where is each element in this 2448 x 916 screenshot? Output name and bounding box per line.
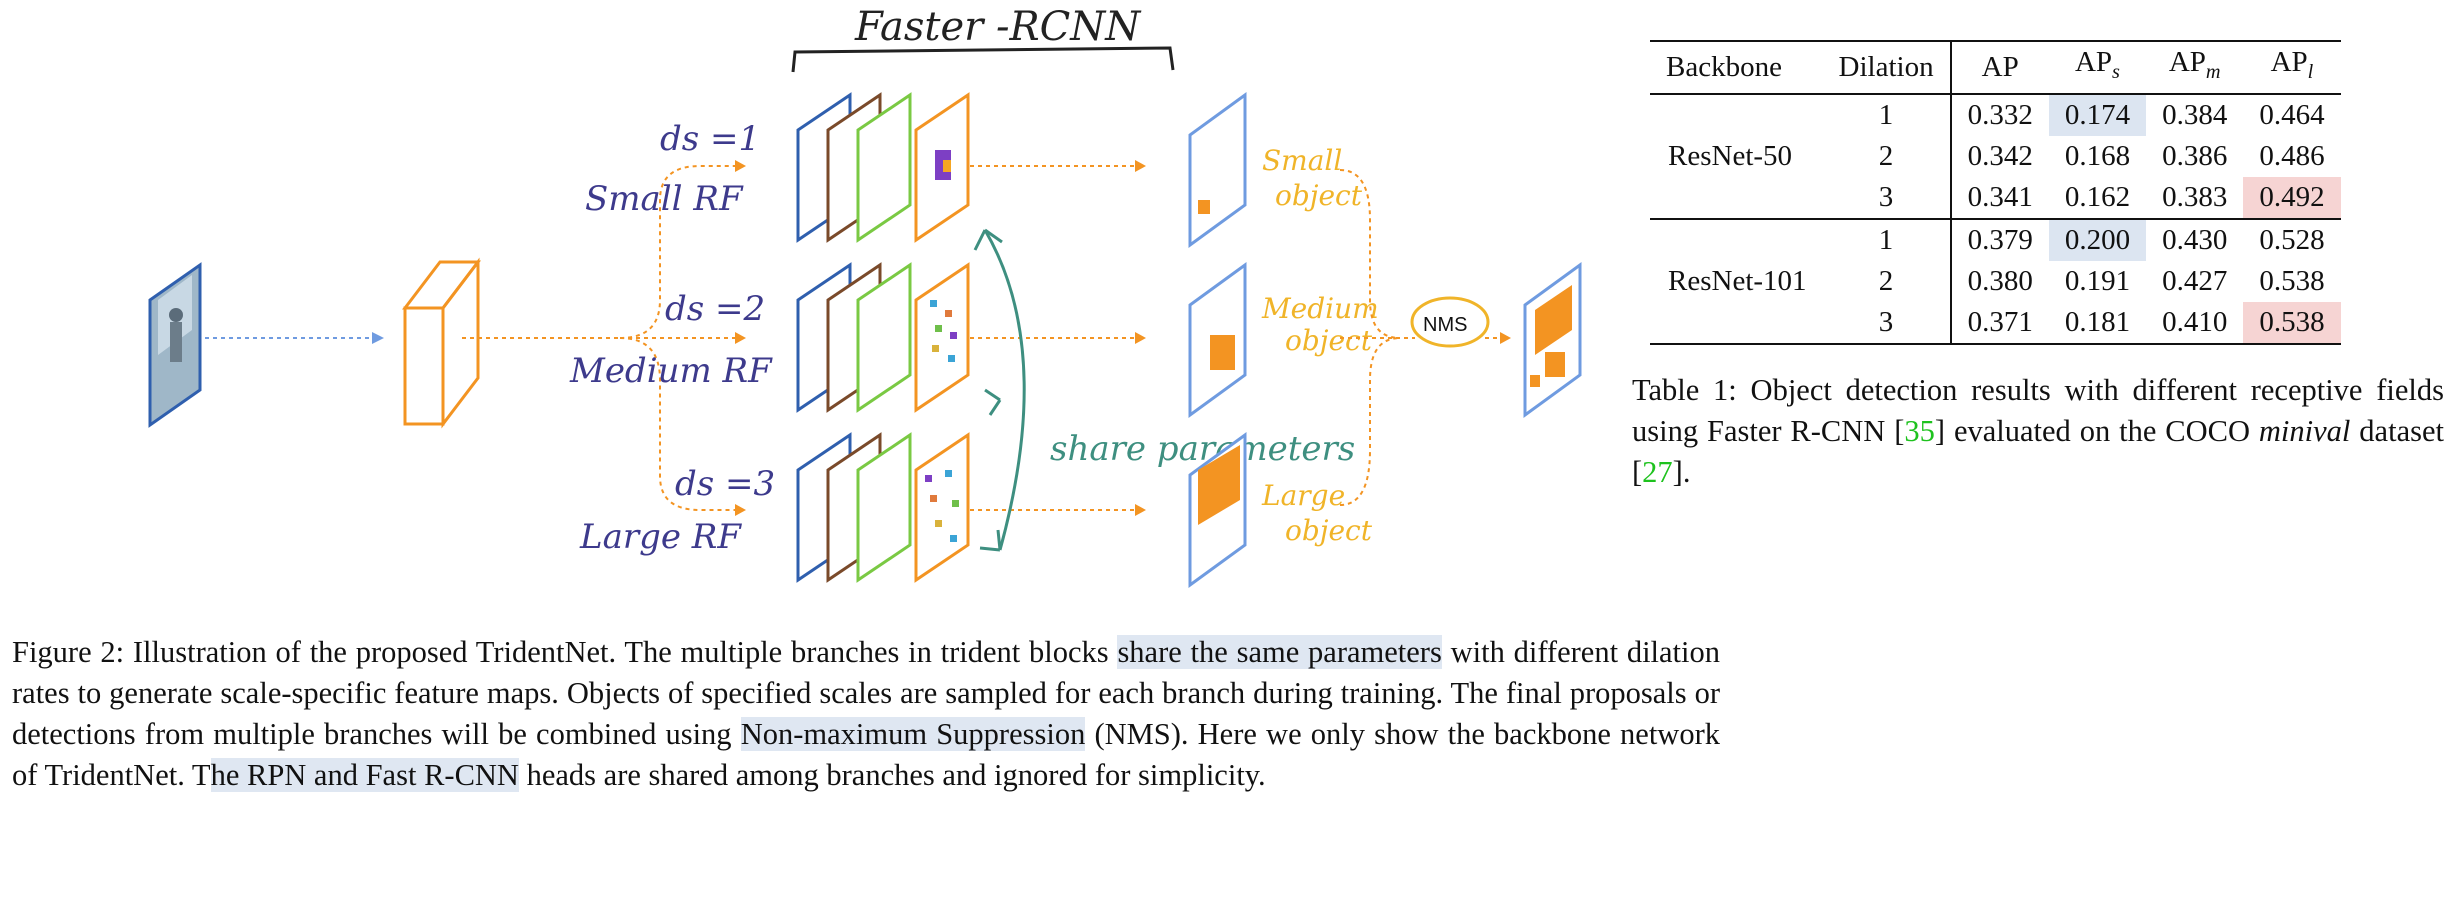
table-caption-mid-2: dataset [ (1632, 414, 2444, 489)
table-caption-ref-1: 35 (1904, 414, 1935, 448)
ap-l-cell: 0.528 (2259, 223, 2325, 256)
ap-cell: 0.379 (1967, 223, 2033, 256)
ap-m-cell: 0.386 (2162, 139, 2228, 172)
backbone-cell: ResNet-50 (1650, 93, 1823, 220)
ap-cell: 0.332 (1967, 98, 2033, 131)
branch-lines (462, 165, 735, 511)
header-ap-s: APs (2048, 40, 2147, 95)
table-row: 2 0.342 0.168 0.386 0.486 (1650, 135, 2341, 177)
ap-l-cell: 0.486 (2259, 139, 2325, 172)
table-header-row: Backbone Dilation AP APs APm APl (1650, 40, 2341, 95)
results-table-area: Backbone Dilation AP APs APm APl ResNet-… (1650, 40, 2440, 345)
dilation-cell: 3 (1822, 176, 1952, 220)
ap-cell: 0.371 (1950, 301, 2049, 345)
nms-label: NMS (1423, 314, 1467, 336)
large-object-label-2: object (1285, 514, 1373, 547)
output-large (1188, 432, 1247, 588)
header-dilation: Dilation (1822, 40, 1952, 95)
backbone-block (401, 257, 482, 429)
table-row: 3 0.341 0.162 0.383 0.492 (1650, 176, 2341, 220)
table-caption-ref-2: 27 (1642, 455, 1673, 489)
branch-3-rf-label: Large RF (579, 517, 742, 557)
results-table: Backbone Dilation AP APs APm APl ResNet-… (1650, 40, 2341, 345)
medium-object-label-2: object (1285, 324, 1373, 357)
branch-3-ds-label: ds =3 (675, 464, 775, 504)
faster-rcnn-label: Faster -RCNN (854, 4, 1142, 50)
feature-stack-branch-1 (796, 92, 970, 243)
table-row: ResNet-101 1 0.379 0.200 0.430 0.528 (1650, 218, 2341, 345)
caption-highlight-1: share the same parameters (1117, 635, 1442, 669)
medium-object-label-1: Medium (1261, 292, 1379, 325)
ap-cell: 0.342 (1967, 139, 2033, 172)
ap-l-cell: 0.538 (2259, 264, 2325, 297)
ap-s-cell: 0.174 (2048, 93, 2147, 136)
tridentnet-figure: Faster -RCNN ds =1 Small RF ds =2 Medium… (148, 4, 1582, 588)
large-object-label-1: Large (1261, 479, 1345, 512)
ap-m-cell: 0.383 (2146, 176, 2244, 220)
ap-s-cell: 0.162 (2048, 176, 2147, 220)
faster-rcnn-brace (791, 46, 1175, 73)
ap-m-cell: 0.430 (2162, 223, 2228, 256)
nms-ellipse (1410, 296, 1490, 348)
branch-2-ds-label: ds =2 (665, 289, 765, 329)
caption-mid-1: with different dilation rates to generat… (12, 635, 1720, 751)
share-parameters-arrow (973, 228, 1026, 552)
caption-prefix: Figure 2: Illustration of the proposed T… (12, 635, 1118, 669)
table-caption-mid: ] evaluated on the COCO (1934, 414, 2259, 448)
table-caption-suffix: ]. (1672, 455, 1691, 489)
final-output (1523, 262, 1582, 418)
caption-highlight-3: he RPN and Fast R-CNN (210, 758, 519, 792)
feature-stack-branch-3 (796, 432, 970, 583)
dilation-cell: 2 (1822, 260, 1952, 302)
table-caption: Table 1: Object detection results with d… (1632, 370, 2444, 493)
table-row: 2 0.380 0.191 0.427 0.538 (1650, 260, 2341, 302)
backbone-cell: ResNet-101 (1650, 218, 1823, 345)
ap-s-cell: 0.181 (2048, 301, 2147, 345)
dilation-cell: 1 (1822, 218, 1952, 261)
small-object-label-1: Small (1262, 144, 1342, 177)
ap-l-cell: 0.464 (2259, 98, 2325, 131)
ap-s-cell: 0.200 (2048, 218, 2147, 261)
caption-highlight-2: Non-maximum Suppression (740, 717, 1086, 751)
input-image (148, 262, 202, 428)
dilation-cell: 3 (1822, 301, 1952, 345)
feature-stack-branch-2 (796, 262, 970, 413)
header-ap-m: APm (2146, 40, 2244, 95)
dilation-cell: 2 (1822, 135, 1952, 177)
table-caption-italic: minival (2258, 414, 2351, 448)
share-parameters-label: share parameters (1050, 429, 1355, 469)
nms-merge-lines (1339, 169, 1500, 506)
figure-caption: Figure 2: Illustration of the proposed T… (12, 632, 1720, 796)
ap-cell: 0.380 (1967, 264, 2033, 297)
small-object-label-2: object (1275, 179, 1363, 212)
table-caption-prefix: Table 1: Object detection results with d… (1632, 373, 2444, 448)
ap-cell: 0.341 (1950, 176, 2049, 220)
dilation-cell: 1 (1822, 93, 1952, 136)
ap-m-cell: 0.384 (2162, 98, 2228, 131)
table-row: ResNet-50 1 0.332 0.174 0.384 0.464 (1650, 93, 2341, 220)
ap-l-cell: 0.538 (2243, 301, 2341, 345)
ap-s-cell: 0.191 (2064, 264, 2131, 297)
ap-s-cell: 0.168 (2064, 139, 2131, 172)
caption-mid-2: (NMS). Here we only show the backbone ne… (12, 717, 1720, 792)
ap-l-cell: 0.492 (2243, 176, 2341, 220)
caption-suffix: heads are shared among branches and igno… (518, 758, 1266, 792)
output-small (1188, 92, 1247, 248)
output-medium (1188, 262, 1247, 418)
branch-1-rf-label: Small RF (585, 179, 744, 219)
header-ap-l: APl (2243, 40, 2341, 95)
branch-2-rf-label: Medium RF (569, 351, 773, 391)
ap-m-cell: 0.410 (2146, 301, 2244, 345)
table-row: 3 0.371 0.181 0.410 0.538 (1650, 301, 2341, 345)
ap-m-cell: 0.427 (2162, 264, 2228, 297)
header-ap: AP (1950, 40, 2049, 95)
branch-output-lines (970, 165, 1135, 511)
branch-1-ds-label: ds =1 (660, 119, 760, 159)
header-backbone: Backbone (1650, 40, 1823, 95)
